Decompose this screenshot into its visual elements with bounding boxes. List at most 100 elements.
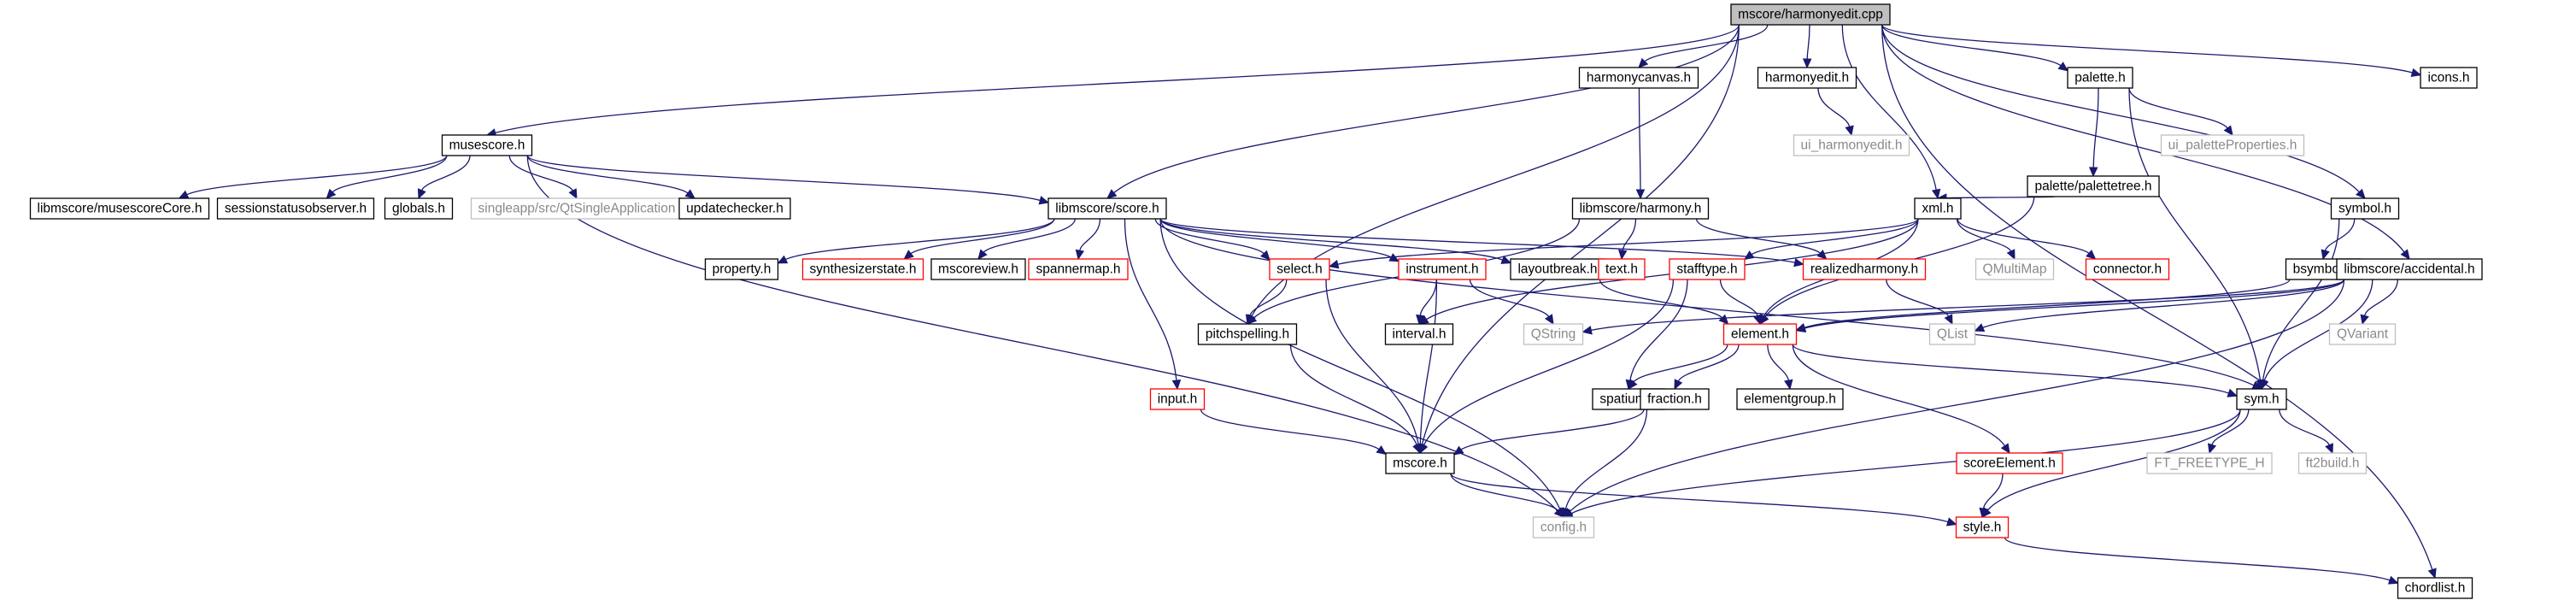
edge-mscore-h-to-config-h [1450, 473, 1558, 511]
node-config-h[interactable]: config.h [1532, 516, 1595, 538]
node-pitchspelling[interactable]: pitchspelling.h [1197, 323, 1298, 345]
node-box [1028, 258, 1129, 280]
node-ui-harmonyedit[interactable]: ui_harmonyedit.h [1793, 134, 1910, 156]
node-instrument-h[interactable]: instrument.h [1398, 258, 1487, 280]
node-box [1793, 134, 1910, 156]
node-accidental[interactable]: libmscore/accidental.h [2336, 258, 2483, 280]
node-musescore-h[interactable]: musescore.h [441, 134, 533, 156]
node-elementgroup[interactable]: elementgroup.h [1736, 388, 1844, 410]
node-layoutbreak[interactable]: layoutbreak.h [1510, 258, 1605, 280]
edge-palette-h-to-ui-paletteprops [2128, 87, 2228, 129]
edge-harmonyedit-cpp-to-mscore-h [1421, 24, 1740, 445]
node-spannermap[interactable]: spannermap.h [1028, 258, 1129, 280]
node-select-h[interactable]: select.h [1269, 258, 1330, 280]
node-sessionstatus[interactable]: sessionstatusobserver.h [216, 197, 375, 220]
node-synthstate[interactable]: synthesizerstate.h [801, 258, 924, 280]
node-input-h[interactable]: input.h [1149, 388, 1206, 410]
edge-accidental-to-element-h [1804, 279, 2345, 329]
node-interval-h[interactable]: interval.h [1384, 323, 1454, 345]
node-mscore-h[interactable]: mscore.h [1385, 452, 1455, 474]
node-qlist[interactable]: QList [1928, 323, 1976, 345]
edge-arrowhead [2400, 249, 2410, 260]
edge-xml-h-to-stafftype [1751, 218, 1919, 256]
node-style-h[interactable]: style.h [1955, 516, 2010, 538]
edge-arrowhead [568, 188, 578, 200]
node-harmonyedit-h[interactable]: harmonyedit.h [1757, 67, 1857, 89]
edge-xml-h-to-select-h [1337, 218, 1919, 265]
node-label: QMultiMap [1983, 262, 2047, 277]
node-ui-paletteprops[interactable]: ui_paletteProperties.h [2160, 134, 2305, 156]
node-label: connector.h [2093, 262, 2162, 277]
node-stafftype[interactable]: stafftype.h [1669, 258, 1746, 280]
node-harmonycanvas[interactable]: harmonycanvas.h [1578, 67, 1699, 89]
node-box [1975, 258, 2055, 280]
node-label: icons.h [2427, 71, 2469, 85]
node-label: property.h [713, 262, 772, 277]
node-icons-h[interactable]: icons.h [2420, 67, 2478, 89]
node-realizedharmony[interactable]: realizedharmony.h [1802, 258, 1927, 280]
node-sym-h[interactable]: sym.h [2236, 388, 2287, 410]
edge-arrowhead [1674, 379, 1683, 391]
node-label: libmscore/accidental.h [2344, 262, 2474, 277]
node-chordlist[interactable]: chordlist.h [2397, 577, 2473, 599]
node-label: palette/palettetree.h [2034, 179, 2151, 194]
edge-harmonyedit-cpp-to-xml-h [1841, 24, 1937, 191]
node-connector[interactable]: connector.h [2085, 258, 2170, 280]
node-element-h[interactable]: element.h [1722, 323, 1798, 345]
node-ft-freetype[interactable]: FT_FREETYPE_H [2146, 452, 2273, 474]
node-ft2build[interactable]: ft2build.h [2297, 452, 2368, 474]
node-qtsingleapp[interactable]: singleapp/src/QtSingleApplication [470, 197, 684, 220]
node-globals[interactable]: globals.h [384, 197, 454, 220]
edge-arrowhead [2360, 314, 2369, 326]
node-palettetree[interactable]: palette/palettetree.h [2027, 175, 2160, 197]
node-box [2336, 258, 2483, 280]
node-text-h[interactable]: text.h [1598, 258, 1646, 280]
edge-arrowhead [2088, 167, 2098, 178]
node-box [930, 258, 1026, 280]
edge-arrowhead [2427, 568, 2437, 580]
node-xml-h[interactable]: xml.h [1914, 197, 1962, 220]
node-label: xml.h [1922, 202, 1953, 216]
node-updatechecker[interactable]: updatechecker.h [678, 197, 791, 220]
edge-arrowhead [1752, 314, 1763, 326]
node-label: spannermap.h [1036, 262, 1120, 277]
edge-style-h-to-chordlist [2004, 537, 2391, 581]
node-box [2328, 323, 2397, 345]
node-symbol-h[interactable]: symbol.h [2330, 197, 2400, 220]
edge-harmonyedit-h-to-ui-harmonyedit [1817, 87, 1851, 127]
edge-arrowhead [2086, 250, 2097, 260]
node-label: libmscore/score.h [1055, 202, 1159, 216]
node-score-h[interactable]: libmscore/score.h [1047, 197, 1167, 220]
node-qmultimap[interactable]: QMultiMap [1975, 258, 2055, 280]
edge-select-h-to-mscore-h [1325, 279, 1419, 445]
node-qvariant[interactable]: QVariant [2328, 323, 2397, 345]
node-musescorecore[interactable]: libmscore/musescoreCore.h [29, 197, 210, 220]
node-palette-h[interactable]: palette.h [2067, 67, 2133, 89]
node-label: layoutbreak.h [1517, 262, 1597, 277]
edge-arrowhead [1259, 250, 1270, 261]
edge-palette-h-to-sym-h [2128, 87, 2262, 381]
node-box [1757, 67, 1857, 89]
node-property-h[interactable]: property.h [704, 258, 779, 280]
node-qstring[interactable]: QString [1523, 323, 1584, 345]
edge-musescore-h-to-qtsingleapp [508, 155, 573, 191]
node-label: libmscore/musescoreCore.h [38, 202, 202, 216]
node-box [1398, 258, 1487, 280]
edge-arrowhead [1419, 443, 1429, 455]
node-scoreelement[interactable]: scoreElement.h [1956, 452, 2063, 474]
edge-score-h-to-spannermap [1079, 218, 1101, 251]
node-harmonyedit-cpp[interactable]: mscore/harmonyedit.cpp [1730, 3, 1891, 26]
node-mscoreview[interactable]: mscoreview.h [930, 258, 1026, 280]
edge-score-h-to-config-h [1159, 218, 1561, 510]
edge-accidental-to-qvariant [2363, 279, 2398, 316]
node-label: stafftype.h [1676, 262, 1737, 277]
edge-arrowhead [1979, 507, 1988, 519]
node-fraction[interactable]: fraction.h [1640, 388, 1710, 410]
node-box [2160, 134, 2305, 156]
node-box [1269, 258, 1330, 280]
edge-sym-h-to-ft-freetype [2211, 409, 2250, 445]
edge-mscore-h-to-style-h [1450, 473, 1949, 523]
node-box [2236, 388, 2287, 410]
node-harmony-h[interactable]: libmscore/harmony.h [1571, 197, 1710, 220]
